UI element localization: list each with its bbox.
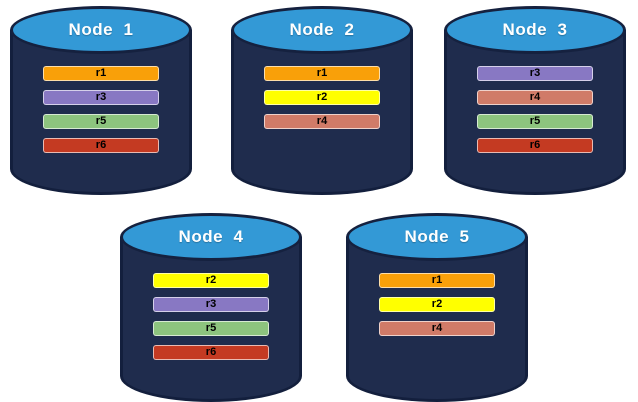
- node-label: Node 5: [404, 227, 470, 246]
- cylinder-body: [10, 30, 192, 195]
- replica-bar-r4: r4: [379, 321, 495, 336]
- replica-bar-r4: r4: [264, 114, 380, 129]
- node-label: Node 3: [502, 20, 568, 39]
- replica-bar-r3: r3: [153, 297, 269, 312]
- replica-list: r1 r3 r5 r6: [10, 66, 192, 153]
- replica-bar-r1: r1: [379, 273, 495, 288]
- cylinder-body: [444, 30, 626, 195]
- replica-bar-r6: r6: [43, 138, 159, 153]
- db-node-1: Node 1 r1 r3 r5 r6: [10, 6, 192, 195]
- node-label: Node 1: [68, 20, 134, 39]
- cylinder-top: Node 1: [10, 6, 192, 54]
- node-label: Node 2: [289, 20, 355, 39]
- replica-list: r3 r4 r5 r6: [444, 66, 626, 153]
- replica-bar-r5: r5: [43, 114, 159, 129]
- replica-bar-r5: r5: [477, 114, 593, 129]
- replica-bar-r6: r6: [153, 345, 269, 360]
- replica-list: r1 r2 r4: [231, 66, 413, 129]
- db-node-4: Node 4 r2 r3 r5 r6: [120, 213, 302, 402]
- cylinder-top: Node 3: [444, 6, 626, 54]
- replica-bar-r2: r2: [379, 297, 495, 312]
- replica-bar-r1: r1: [264, 66, 380, 81]
- node-label: Node 4: [178, 227, 244, 246]
- replica-list: r2 r3 r5 r6: [120, 273, 302, 360]
- replica-bar-r3: r3: [43, 90, 159, 105]
- cylinder-body: [231, 30, 413, 195]
- replica-bar-r2: r2: [264, 90, 380, 105]
- cylinder-top: Node 5: [346, 213, 528, 261]
- replica-bar-r1: r1: [43, 66, 159, 81]
- cylinder-top: Node 4: [120, 213, 302, 261]
- replica-bar-r3: r3: [477, 66, 593, 81]
- replica-list: r1 r2 r4: [346, 273, 528, 336]
- cylinder-body: [346, 237, 528, 402]
- db-node-3: Node 3 r3 r4 r5 r6: [444, 6, 626, 195]
- replica-bar-r2: r2: [153, 273, 269, 288]
- cylinder-body: [120, 237, 302, 402]
- replica-bar-r6: r6: [477, 138, 593, 153]
- db-node-2: Node 2 r1 r2 r4: [231, 6, 413, 195]
- db-node-5: Node 5 r1 r2 r4: [346, 213, 528, 402]
- replica-bar-r4: r4: [477, 90, 593, 105]
- replica-bar-r5: r5: [153, 321, 269, 336]
- cylinder-top: Node 2: [231, 6, 413, 54]
